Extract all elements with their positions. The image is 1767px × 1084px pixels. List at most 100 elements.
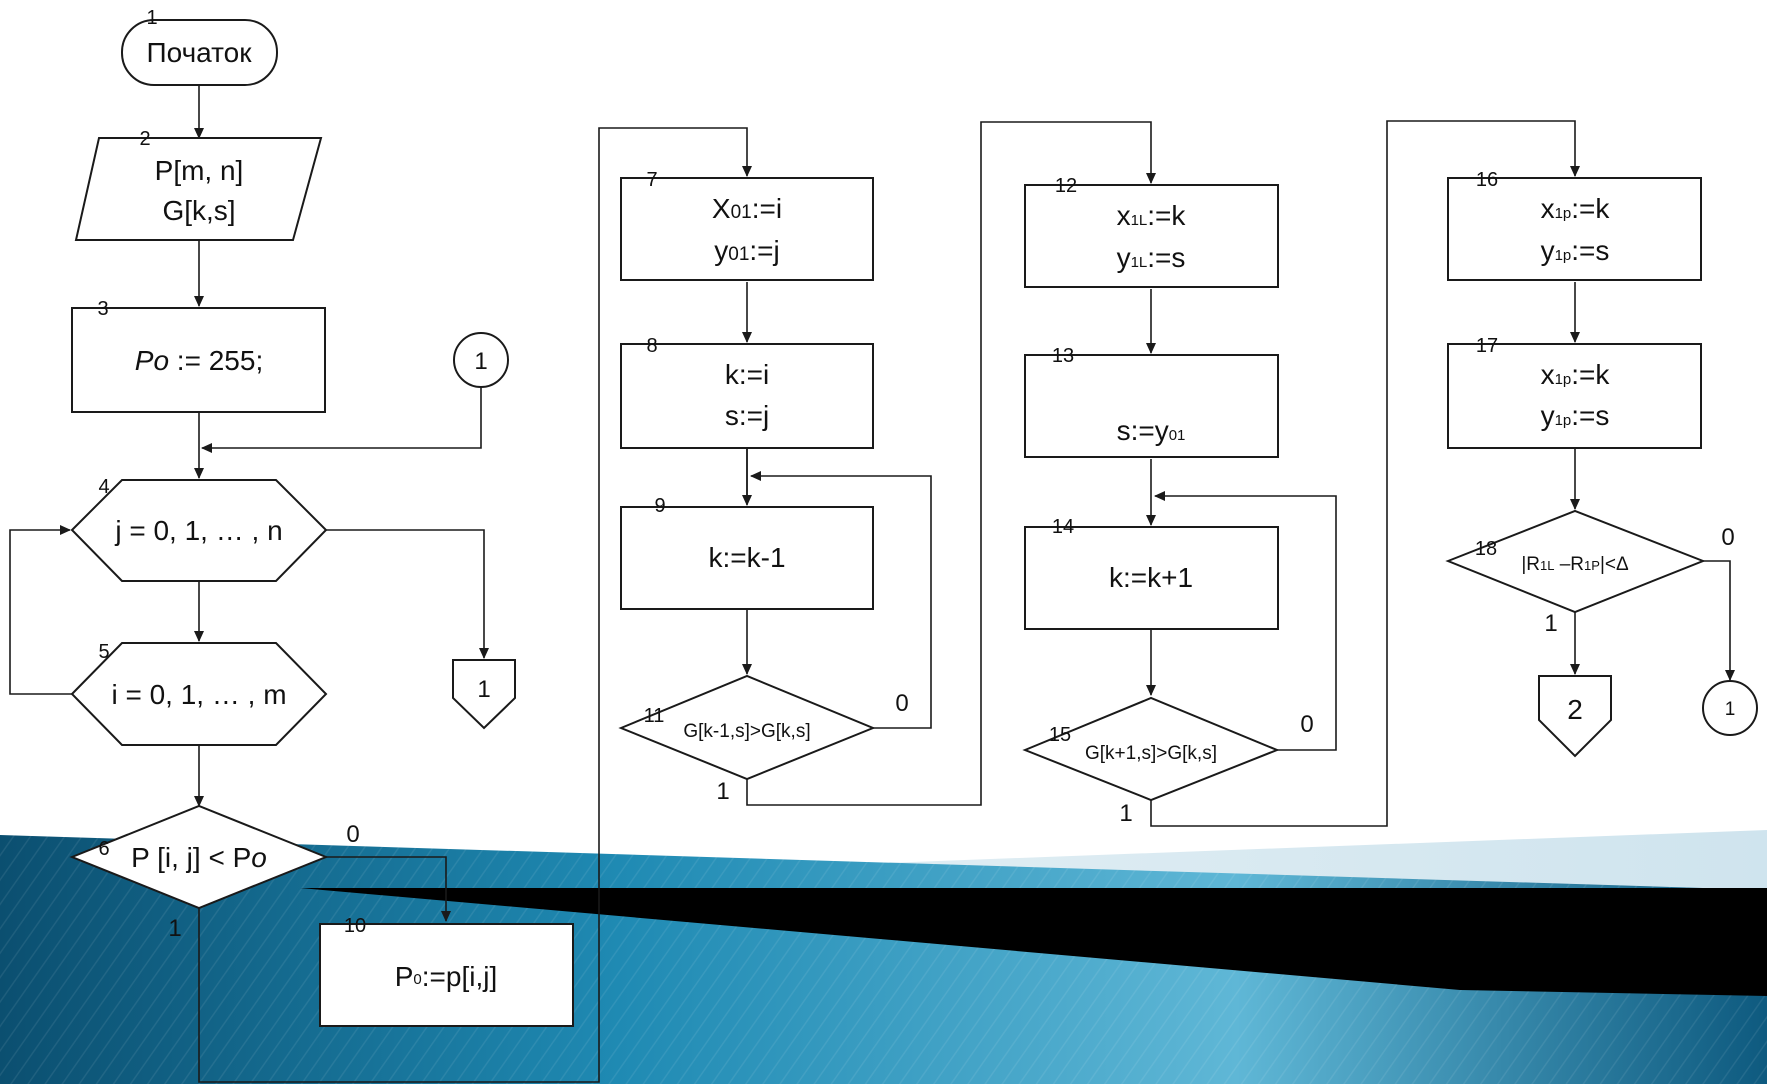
process-12-line2: y1L:=s <box>1117 242 1186 273</box>
block-12-process: x1L:=k y1L:=s 12 <box>1024 175 1279 288</box>
block-number: 15 <box>1049 724 1071 746</box>
process-16-line2: y1p:=s <box>1541 235 1610 266</box>
block-number: 14 <box>1052 516 1074 538</box>
branch-no-label: 0 <box>1721 524 1734 551</box>
tb: :=p[i,j] <box>422 961 497 992</box>
offpage-connector-1: 1 <box>452 659 516 730</box>
block-6-decision: P [i, j] < Po 6 0 1 <box>69 804 360 942</box>
input-line-2: G[k,s] <box>162 195 235 226</box>
band-black <box>300 888 1767 996</box>
branch-yes-label: 1 <box>716 778 729 805</box>
block-11-decision: G[k-1,s]>G[k,s] 11 0 1 <box>618 674 909 805</box>
connector-label: 1 <box>474 348 487 375</box>
process-12-line1: x1L:=k <box>1117 200 1187 231</box>
s: 01 <box>731 202 752 223</box>
block-number: 9 <box>654 495 665 517</box>
block-2-input: P[m, n] G[k,s] 2 <box>74 128 323 241</box>
process-7-line1: X01:=i <box>712 193 782 224</box>
block-number: 17 <box>1476 335 1498 357</box>
ts: 0 <box>413 971 421 988</box>
process-3-text: Po := 255; <box>135 345 263 376</box>
s: 1p <box>1555 205 1572 222</box>
a: y <box>1117 242 1131 273</box>
process-16-line1: x1p:=k <box>1541 193 1611 224</box>
offpage-connector-2: 2 <box>1538 675 1612 758</box>
s: 1p <box>1555 371 1572 388</box>
text-b: o <box>251 842 267 873</box>
ta: |R <box>1521 554 1540 575</box>
branch-no-label: 0 <box>346 821 359 848</box>
block-17-process: x1p:=k y1p:=s 17 <box>1447 335 1702 449</box>
rest-part: := 255; <box>169 345 263 376</box>
ts: 01 <box>1169 427 1186 444</box>
branch-yes-label: 1 <box>1119 800 1132 827</box>
block-number: 4 <box>98 476 109 498</box>
b: :=s <box>1147 242 1185 273</box>
process-10-text: P0:=p[i,j] <box>395 961 498 992</box>
text-a: P [i, j] < P <box>131 842 251 873</box>
b: :=k <box>1147 200 1186 231</box>
block-9-process: k:=k-1 9 <box>620 495 874 610</box>
input-line-1: P[m, n] <box>155 155 244 186</box>
connector-circle-2: 1 <box>1702 680 1758 736</box>
a: y <box>714 235 728 266</box>
b: :=i <box>752 193 782 224</box>
block-number: 6 <box>98 838 109 860</box>
block-8-process: k:=i s:=j 8 <box>620 335 874 449</box>
block-number: 7 <box>646 169 657 191</box>
s: 1L <box>1131 212 1148 229</box>
a: X <box>712 193 731 224</box>
b: :=j <box>749 235 779 266</box>
ta: P <box>395 961 414 992</box>
process-17-line1: x1p:=k <box>1541 359 1611 390</box>
offpage-label: 2 <box>1567 694 1583 725</box>
process-8-line1: k:=i <box>725 359 769 390</box>
block-7-process: X01:=i y01:=j 7 <box>620 169 874 281</box>
connector-label: 1 <box>1725 699 1736 720</box>
block-18-decision: |R1L –R1P|<Δ 18 0 1 <box>1445 509 1735 637</box>
block-number: 13 <box>1052 345 1074 367</box>
s: 01 <box>728 244 749 265</box>
block-number: 1 <box>146 7 157 29</box>
tc: |<Δ <box>1600 554 1629 575</box>
a: y <box>1541 235 1555 266</box>
block-1-start: Початок 1 <box>121 7 278 86</box>
b: :=s <box>1571 235 1609 266</box>
a: y <box>1541 400 1555 431</box>
block-13-process: s:=y01 13 <box>1024 345 1279 458</box>
b: :=k <box>1571 193 1610 224</box>
ts2: 1P <box>1584 558 1600 573</box>
branch-yes-label: 1 <box>1544 610 1557 637</box>
decision-6-text: P [i, j] < Po <box>131 842 267 873</box>
process-8-line2: s:=j <box>725 400 769 431</box>
block-number: 11 <box>644 705 665 727</box>
b: :=k <box>1571 359 1610 390</box>
block-number: 5 <box>98 641 109 663</box>
process-7-line2: y01:=j <box>714 235 780 266</box>
b: :=s <box>1571 400 1609 431</box>
decision-11-text: G[k-1,s]>G[k,s] <box>683 721 810 742</box>
block-5-loop: i = 0, 1, … , m 5 <box>70 641 328 746</box>
block-10-process: P0:=p[i,j] 10 <box>319 915 574 1027</box>
offpage-label: 1 <box>477 676 490 703</box>
block-number: 12 <box>1055 175 1077 197</box>
block-number: 8 <box>646 335 657 357</box>
start-label: Початок <box>147 37 253 68</box>
block-number: 18 <box>1475 538 1497 560</box>
process-17-line2: y1p:=s <box>1541 400 1610 431</box>
loop-5-text: i = 0, 1, … , m <box>111 679 286 710</box>
branch-no-label: 0 <box>1300 711 1313 738</box>
s: 1p <box>1555 412 1572 429</box>
block-number: 16 <box>1476 169 1498 191</box>
a: x <box>1541 193 1555 224</box>
block-16-process: x1p:=k y1p:=s 16 <box>1447 169 1702 281</box>
decision-18-text: |R1L –R1P|<Δ <box>1521 554 1629 575</box>
block-number: 3 <box>97 298 108 320</box>
process-13-text: s:=y01 <box>1117 415 1186 446</box>
block-14-process: k:=k+1 14 <box>1024 516 1279 630</box>
block-4-loop: j = 0, 1, … , n 4 <box>70 476 328 582</box>
flow-lines <box>9 85 1735 1083</box>
ta: s:=y <box>1117 415 1169 446</box>
